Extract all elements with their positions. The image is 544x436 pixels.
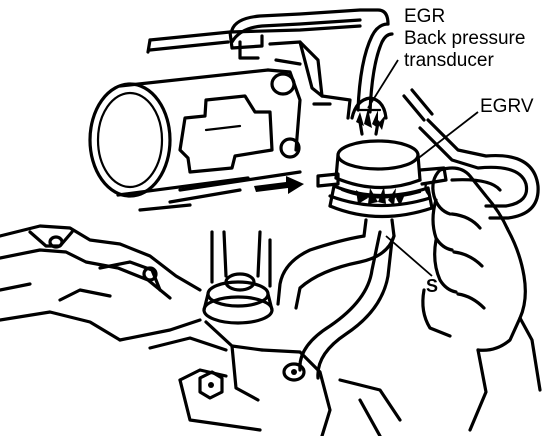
- exhaust-flow-arrows-lower: [356, 186, 406, 206]
- right-tubing: [402, 88, 540, 220]
- exhaust-flow-arrows-upper: [356, 108, 386, 130]
- lower-fitting: [202, 230, 274, 402]
- label-back-pressure: Back pressure: [404, 28, 525, 49]
- label-s: S: [426, 276, 438, 296]
- direction-arrow: [254, 176, 304, 194]
- label-transducer: transducer: [404, 50, 494, 71]
- leader-lines: [367, 59, 479, 277]
- mounting-bracket: [178, 58, 302, 174]
- label-egr: EGR: [404, 6, 445, 27]
- vacuum-hoses-upper: [230, 8, 394, 114]
- bolt-right: [282, 362, 306, 382]
- engine-lower-outline: [0, 224, 402, 436]
- label-egrv: EGRV: [480, 96, 534, 117]
- egr-valve: [316, 139, 448, 238]
- bolt-left: [198, 370, 224, 400]
- vacuum-hose-lower: [276, 230, 396, 380]
- engine-upper-outline: [138, 24, 362, 212]
- hand: [421, 166, 542, 432]
